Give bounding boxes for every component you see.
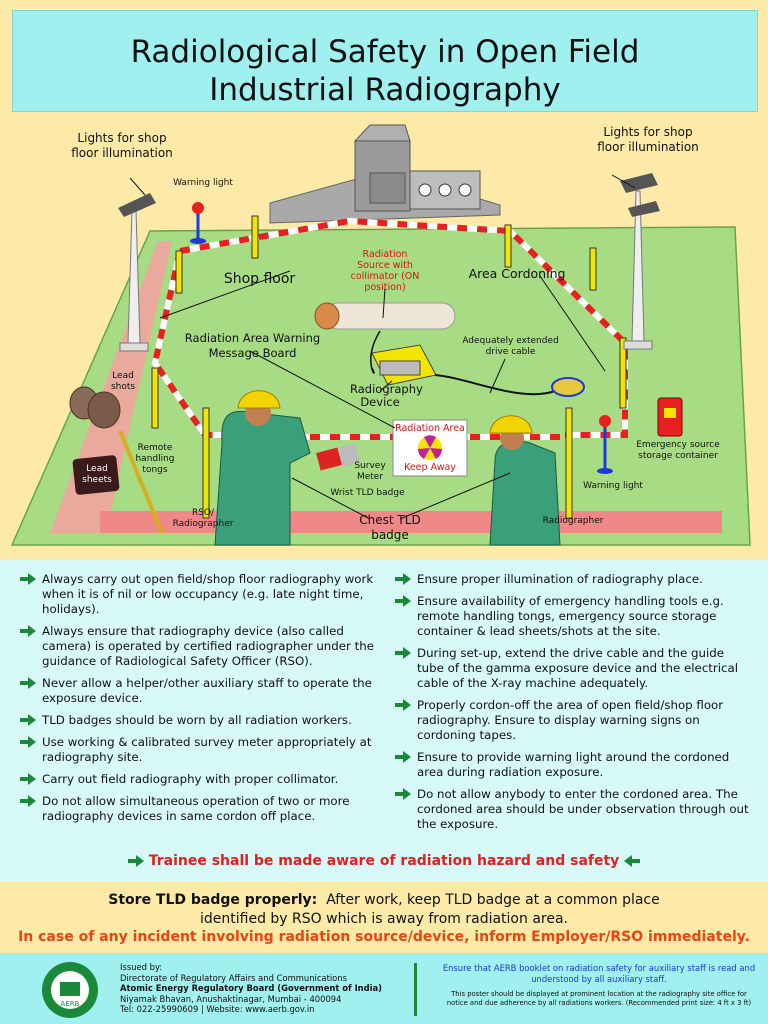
store-text-2: identified by RSO which is away from rad…: [200, 911, 568, 927]
title-line-1: Radiological Safety in Open Field: [130, 34, 640, 70]
green-arrow-left-icon: [624, 855, 641, 867]
store-label: Store TLD badge properly:: [108, 892, 318, 908]
emergency-container: [657, 397, 683, 437]
cordon-posts: [151, 215, 627, 519]
issuer-block: Issued by: Directorate of Regulatory Aff…: [120, 962, 382, 1015]
green-arrow-icon: [395, 573, 411, 585]
warning-light-right-label: Warning light: [583, 481, 643, 491]
green-arrow-icon: [20, 736, 36, 748]
radiation-source-label: Radiation Source with collimator (ON pos…: [350, 249, 420, 293]
sign-bottom-label: Keep Away: [404, 462, 456, 473]
list-item: Do not allow simultaneous operation of t…: [20, 794, 375, 824]
green-arrow-icon: [395, 595, 411, 607]
lights-right-label: Lights for shop floor illumination: [597, 125, 699, 154]
list-item: Always carry out open field/shop floor r…: [20, 572, 375, 617]
trainee-text: Trainee shall be made aware of radiation…: [148, 853, 620, 869]
contact: Tel: 022-25990609 | Website: www.aerb.go…: [120, 1004, 315, 1014]
sign-top-label: Radiation Area: [395, 423, 465, 434]
display-note: This poster should be displayed at promi…: [446, 990, 752, 1007]
list-item: Ensure availability of emergency handlin…: [395, 594, 750, 639]
remote-tongs-label: Remote handling tongs: [135, 443, 175, 475]
lead-sheets-label: Lead sheets: [82, 464, 112, 485]
green-arrow-right-icon: [127, 855, 144, 867]
lead-shots-label: Lead shots: [110, 371, 136, 392]
radiographer-label: Radiographer: [542, 516, 604, 526]
green-arrow-icon: [20, 773, 36, 785]
green-arrow-icon: [20, 714, 36, 726]
list-item: Never allow a helper/other auxiliary sta…: [20, 676, 375, 706]
shop-floor-label: Shop floor: [223, 271, 296, 287]
title-band: Radiological Safety in Open Field Indust…: [0, 0, 768, 113]
warning-sign-board: [392, 419, 468, 477]
list-item: TLD badges should be worn by all radiati…: [20, 713, 375, 728]
trainee-statement: Trainee shall be made aware of radiation…: [0, 852, 768, 870]
address: Niyamak Bhavan, Anushaktinagar, Mumbai -…: [120, 993, 342, 1004]
lamp-post-left: [118, 193, 156, 352]
green-arrow-icon: [20, 573, 36, 585]
survey-meter-label: Survey Meter: [354, 461, 386, 482]
incident-text: In case of any incident involving radiat…: [18, 929, 750, 945]
title-box: Radiological Safety in Open Field Indust…: [12, 10, 758, 112]
warning-light-top-label: Warning light: [173, 178, 233, 188]
page-title: Radiological Safety in Open Field Indust…: [13, 33, 757, 109]
worker-radiographer: [489, 415, 561, 546]
lead-shots-bags: [69, 386, 121, 429]
issued-by: Issued by:: [120, 962, 163, 972]
footer-divider: [414, 963, 417, 1016]
list-item: Use working & calibrated survey meter ap…: [20, 735, 375, 765]
green-arrow-icon: [395, 751, 411, 763]
green-arrow-icon: [20, 795, 36, 807]
warning-light-right: [597, 415, 613, 474]
title-line-2: Industrial Radiography: [209, 72, 561, 108]
list-item: Ensure proper illumination of radiograph…: [395, 572, 750, 587]
green-arrow-icon: [20, 625, 36, 637]
directorate: Directorate of Regulatory Affairs and Co…: [120, 972, 347, 983]
industrial-building: [269, 124, 501, 224]
store-text-1: After work, keep TLD badge at a common p…: [326, 892, 660, 908]
emergency-container-label: Emergency source storage container: [636, 440, 720, 461]
guidelines-right-column: Ensure proper illumination of radiograph…: [395, 572, 750, 839]
safety-guidelines: Always carry out open field/shop floor r…: [0, 560, 768, 882]
chest-tld-label: Chest TLD badge: [359, 513, 421, 542]
lamp-post-right: [620, 173, 660, 350]
illustration: Lights for shop floor illumination Light…: [0, 113, 768, 560]
green-arrow-icon: [395, 788, 411, 800]
illustration-scene: [10, 124, 751, 546]
lights-left-label: Lights for shop floor illumination: [71, 131, 173, 160]
warning-light-top: [190, 202, 206, 244]
aerb-logo-icon: AERB: [42, 962, 98, 1018]
store-tld-section: Store TLD badge properly: After work, ke…: [0, 882, 768, 953]
list-item: During set-up, extend the drive cable an…: [395, 646, 750, 691]
worker-rso: [214, 390, 361, 546]
green-arrow-icon: [395, 647, 411, 659]
radiography-device: [370, 330, 585, 397]
list-item: Always ensure that radiography device (a…: [20, 624, 375, 669]
booklet-notice: Ensure that AERB booklet on radiation sa…: [442, 963, 756, 984]
list-item: Carry out field radiography with proper …: [20, 772, 375, 787]
wrist-tld-label: Wrist TLD badge: [330, 488, 405, 498]
rso-label: RSO/ Radiographer: [172, 508, 234, 529]
area-cordoning-label: Area Cordoning: [468, 266, 566, 281]
store-line-1: Store TLD badge properly: After work, ke…: [0, 891, 768, 909]
lead-sheets: [72, 455, 120, 495]
remote-tongs: [118, 430, 164, 534]
list-item: Ensure to provide warning light around t…: [395, 750, 750, 780]
message-board-label: Radiation Area Warning Message Board: [184, 331, 321, 360]
leader-lines: [129, 174, 636, 520]
footer: AERB Issued by: Directorate of Regulator…: [0, 953, 768, 1024]
logo-text: AERB: [61, 1000, 80, 1008]
list-item: Properly cordon-off the area of open fie…: [395, 698, 750, 743]
radiography-device-label: Radiography Device: [350, 382, 423, 409]
green-arrow-icon: [395, 699, 411, 711]
board-name: Atomic Energy Regulatory Board (Governme…: [120, 983, 382, 993]
drive-cable-label: Adequately extended drive cable: [462, 336, 559, 357]
pipe: [314, 302, 456, 330]
list-item: Do not allow anybody to enter the cordon…: [395, 787, 750, 832]
footer-notice: Ensure that AERB booklet on radiation sa…: [440, 963, 758, 1007]
guidelines-left-column: Always carry out open field/shop floor r…: [20, 572, 375, 831]
green-arrow-icon: [20, 677, 36, 689]
